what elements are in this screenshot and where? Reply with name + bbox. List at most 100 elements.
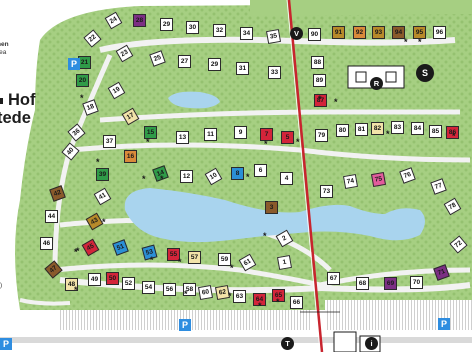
legend-title: hen <box>0 41 9 48</box>
lot-69[interactable]: 69 <box>384 277 397 290</box>
lot-68[interactable]: 68 <box>356 277 369 290</box>
lot-5[interactable]: 5 <box>281 131 294 144</box>
lot-16[interactable]: 16 <box>124 150 137 163</box>
star-icon: * <box>258 301 262 311</box>
lot-93[interactable]: 93 <box>372 26 385 39</box>
lot-13[interactable]: 13 <box>176 131 189 144</box>
lot-84[interactable]: 84 <box>411 122 424 135</box>
v-marker-icon[interactable]: V <box>290 27 303 40</box>
lot-29[interactable]: 29 <box>208 58 221 71</box>
star-icon: * <box>318 94 322 104</box>
star-icon: * <box>452 131 456 141</box>
lot-33[interactable]: 33 <box>268 66 281 79</box>
star-icon: * <box>228 291 232 301</box>
lot-87[interactable]: 87 <box>314 94 327 107</box>
star-icon: * <box>146 137 150 147</box>
lot-56[interactable]: 56 <box>163 283 176 296</box>
star-icon: * <box>230 263 234 273</box>
star-icon: * <box>96 157 100 167</box>
lot-20[interactable]: 20 <box>76 74 89 87</box>
star-icon: * <box>264 139 268 149</box>
lot-95[interactable]: 95 <box>413 26 426 39</box>
lot-73[interactable]: 73 <box>320 185 333 198</box>
lot-67[interactable]: 67 <box>327 272 340 285</box>
lot-30[interactable]: 30 <box>186 21 199 34</box>
star-icon: * <box>334 97 338 107</box>
lot-44[interactable]: 44 <box>45 210 58 223</box>
star-icon: * <box>246 172 250 182</box>
lot-59[interactable]: 59 <box>218 253 231 266</box>
lot-82[interactable]: 82 <box>371 122 384 135</box>
parking-icon[interactable]: P <box>0 338 12 350</box>
lot-8[interactable]: 8 <box>231 167 244 180</box>
star-icon: * <box>276 297 280 307</box>
parking-icon[interactable]: P <box>68 58 80 70</box>
lot-6[interactable]: 6 <box>254 164 267 177</box>
lot-89[interactable]: 89 <box>313 74 326 87</box>
lot-50[interactable]: 50 <box>106 272 119 285</box>
lot-70[interactable]: 70 <box>410 276 423 289</box>
star-icon: * <box>74 247 78 257</box>
lot-83[interactable]: 83 <box>391 121 404 134</box>
lot-34[interactable]: 34 <box>240 27 253 40</box>
parking-icon[interactable]: P <box>179 319 191 331</box>
parking-icon[interactable]: P <box>438 318 450 330</box>
lot-90[interactable]: 90 <box>308 28 321 41</box>
s-marker-icon[interactable]: S <box>416 64 434 82</box>
lot-86[interactable]: 86 <box>446 126 459 139</box>
lot-80[interactable]: 80 <box>336 124 349 137</box>
lot-29[interactable]: 29 <box>160 18 173 31</box>
lot-54[interactable]: 54 <box>142 281 155 294</box>
star-icon: * <box>418 37 422 47</box>
lot-3[interactable]: 3 <box>265 201 278 214</box>
lot-91[interactable]: 91 <box>332 26 345 39</box>
star-icon: * <box>142 174 146 184</box>
star-icon: * <box>386 129 390 139</box>
lot-92[interactable]: 92 <box>353 26 366 39</box>
lot-63[interactable]: 63 <box>233 290 246 303</box>
lot-7[interactable]: 7 <box>260 128 273 141</box>
lot-31[interactable]: 31 <box>236 62 249 75</box>
lot-37[interactable]: 37 <box>103 135 116 148</box>
lot-9[interactable]: 9 <box>234 126 247 139</box>
star-icon: * <box>404 37 408 47</box>
lot-66[interactable]: 66 <box>290 296 303 309</box>
info-marker-icon[interactable]: i <box>365 337 378 350</box>
lot-32[interactable]: 32 <box>213 24 226 37</box>
lot-65[interactable]: 65 <box>272 289 285 302</box>
lot-81[interactable]: 81 <box>355 123 368 136</box>
lot-52[interactable]: 52 <box>122 277 135 290</box>
lot-21[interactable]: 21 <box>78 56 91 69</box>
lot-49[interactable]: 49 <box>88 273 101 286</box>
lot-15[interactable]: 15 <box>144 126 157 139</box>
lot-48[interactable]: 48 <box>65 278 78 291</box>
t-marker-icon[interactable]: T <box>281 337 294 350</box>
lot-60[interactable]: 60 <box>197 284 214 301</box>
lot-12[interactable]: 12 <box>180 170 193 183</box>
lot-28[interactable]: 28 <box>133 14 146 27</box>
park-path <box>99 36 456 53</box>
lot-39[interactable]: 39 <box>96 168 109 181</box>
lot-11[interactable]: 11 <box>204 128 217 141</box>
lot-88[interactable]: 88 <box>311 56 324 69</box>
r-marker-icon[interactable]: R <box>370 77 383 90</box>
lot-1[interactable]: 1 <box>276 254 293 271</box>
lot-46[interactable]: 46 <box>40 237 53 250</box>
lot-96[interactable]: 96 <box>433 26 446 39</box>
star-icon: * <box>150 255 154 265</box>
lot-64[interactable]: 64 <box>253 293 266 306</box>
star-icon: * <box>184 289 188 299</box>
lot-79[interactable]: 79 <box>315 129 328 142</box>
lot-85[interactable]: 85 <box>429 125 442 138</box>
lot-75[interactable]: 75 <box>370 171 387 188</box>
lot-57[interactable]: 57 <box>188 251 201 264</box>
lot-58[interactable]: 58 <box>183 283 196 296</box>
star-icon: * <box>74 285 78 295</box>
lot-4[interactable]: 4 <box>280 172 293 185</box>
lot-35[interactable]: 35 <box>265 28 282 45</box>
star-icon: * <box>160 174 164 184</box>
lot-55[interactable]: 55 <box>167 248 180 261</box>
lot-74[interactable]: 74 <box>342 173 359 190</box>
lot-27[interactable]: 27 <box>178 55 191 68</box>
lot-94[interactable]: 94 <box>392 26 405 39</box>
